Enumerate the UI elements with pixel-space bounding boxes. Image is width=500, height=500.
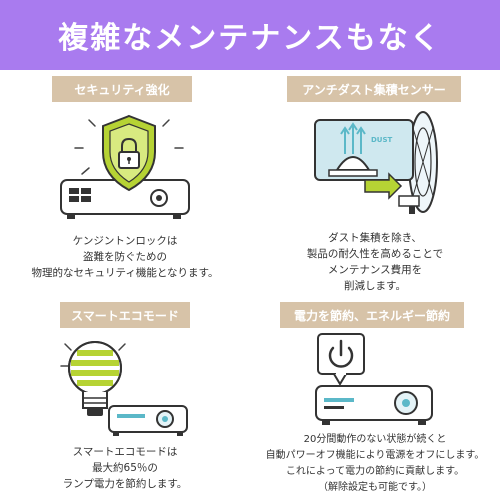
caption-line: これによって電力の節約に貢献します。 xyxy=(285,466,465,477)
eco-bulb-projector-icon xyxy=(60,341,188,436)
caption-line: ランプ電力を節約します。 xyxy=(62,478,188,490)
shield-lock-projector-icon xyxy=(60,114,190,219)
caption-line: （解除設定も可能です。） xyxy=(318,482,432,493)
feature-caption-security: ケンジントンロックは 盗難を防ぐための 物理的なセキュリティ機能となります。 xyxy=(0,233,250,281)
page-title: 複雑なメンテナンスもなく xyxy=(58,21,442,56)
caption-line: ケンジントンロックは xyxy=(72,235,178,247)
caption-line: 削減します。 xyxy=(344,280,406,292)
feature-badge-dust-sensor: アンチダスト集積センサー xyxy=(287,76,461,102)
dust-label: DUST xyxy=(371,136,393,144)
feature-caption-power-save: 20分間動作のない状態が続くと 自動パワーオフ機能により電源をオフにします。 こ… xyxy=(250,432,500,496)
caption-line: メンテナンス費用を xyxy=(327,264,423,276)
feature-badge-eco-mode: スマートエコモード xyxy=(60,302,190,328)
dust-sensor-projector-icon: DUST xyxy=(314,111,438,214)
caption-line: 盗難を防ぐための xyxy=(83,251,167,263)
header-banner: 複雑なメンテナンスもなく xyxy=(0,0,500,70)
caption-line: 物理的なセキュリティ機能となります。 xyxy=(31,267,219,279)
feature-badge-security: セキュリティ強化 xyxy=(52,76,192,102)
feature-caption-eco-mode: スマートエコモードは 最大約65％の ランプ電力を節約します。 xyxy=(0,444,250,492)
caption-line: ダスト集積を除き、 xyxy=(328,232,422,244)
caption-line: 製品の耐久性を高めることで xyxy=(306,248,444,260)
feature-badge-power-save: 電力を節約、エネルギー節約 xyxy=(280,302,464,328)
caption-line: スマートエコモードは xyxy=(72,446,178,458)
feature-caption-dust-sensor: ダスト集積を除き、 製品の耐久性を高めることで メンテナンス費用を 削減します。 xyxy=(250,230,500,294)
caption-line: 最大約65％の xyxy=(92,462,158,474)
caption-line: 20分間動作のない状態が続くと xyxy=(303,434,447,445)
power-save-projector-icon xyxy=(315,333,433,425)
caption-line: 自動パワーオフ機能により電源をオフにします。 xyxy=(265,450,485,461)
